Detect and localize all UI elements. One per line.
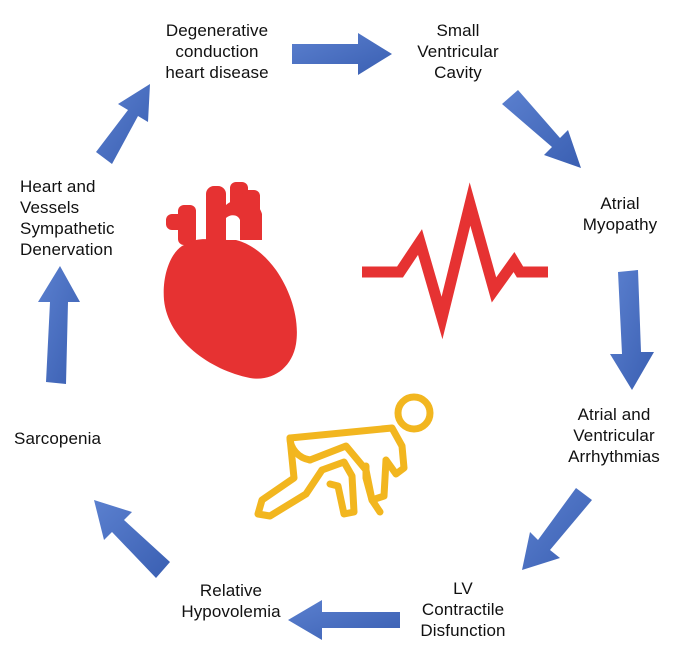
node-sympathetic-denervation: Heart and Vessels Sympathetic Denervatio… [20, 177, 115, 259]
arrow-5-icon [288, 600, 400, 640]
node-atrial-ventricular-arrhythmias: Atrial and Ventricular Arrhythmias [568, 405, 660, 466]
crouching-person-icon [254, 393, 434, 520]
node-degenerative-conduction: Degenerative conduction heart disease [165, 21, 269, 82]
heart-icon [163, 182, 297, 379]
arrow-6-icon [94, 500, 170, 578]
arrow-4-icon [522, 488, 592, 570]
cycle-arrows [38, 33, 654, 640]
node-atrial-myopathy: Atrial Myopathy [582, 194, 658, 234]
arrow-3-icon [610, 270, 654, 390]
node-sarcopenia: Sarcopenia [14, 429, 102, 448]
arrow-8-icon [96, 84, 150, 164]
node-relative-hypovolemia: Relative Hypovolemia [181, 581, 281, 621]
node-small-ventricular-cavity: Small Ventricular Cavity [417, 21, 499, 82]
heartbeat-line-icon [362, 182, 548, 340]
arrow-1-icon [292, 33, 392, 75]
arrow-2-icon [502, 90, 581, 168]
arrow-7-icon [38, 266, 80, 384]
node-lv-contractile-disfunction: LV Contractile Disfunction [420, 579, 506, 640]
